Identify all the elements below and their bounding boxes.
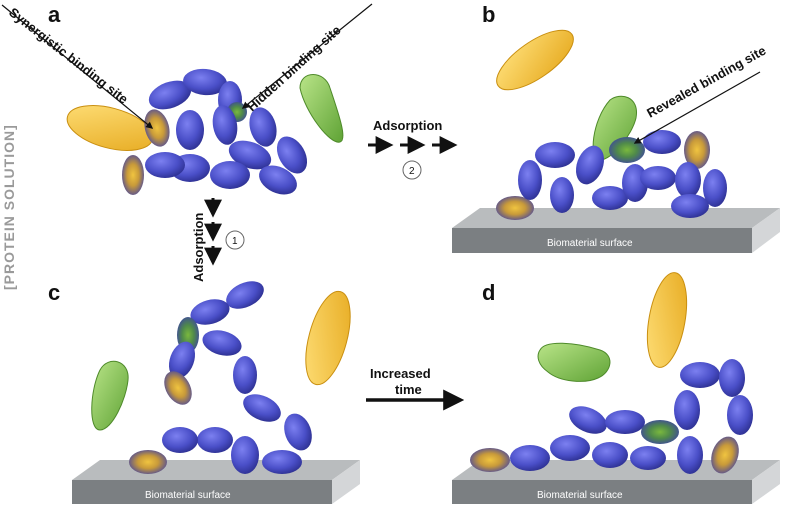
step-1-number: 1 (232, 236, 238, 247)
protein-domain (671, 194, 709, 218)
protein-domain (284, 413, 312, 451)
protein-domain (535, 142, 575, 168)
surface-label-b: Biomaterial surface (547, 238, 633, 249)
surface-label-c: Biomaterial surface (145, 490, 231, 501)
panel-letter-b: b (482, 2, 495, 27)
yellow-ligand (646, 272, 688, 368)
protein-domain (592, 442, 628, 468)
protein-domain (176, 110, 204, 150)
protein-chain-c (129, 281, 312, 474)
adsorption-1-step: Adsorption 1 (191, 198, 245, 282)
protein-domain (575, 145, 605, 185)
panel-c: Biomaterial surface (72, 281, 360, 504)
adsorption-1-label: Adsorption (191, 213, 206, 282)
protein-domain (510, 445, 550, 471)
panel-a: Synergistic binding site Hidden binding … (1, 3, 373, 195)
protein-domain (197, 427, 233, 453)
hidden-callout-line (241, 3, 373, 109)
protein-domain (228, 140, 272, 170)
protein-domain (231, 436, 259, 474)
protein-domain (605, 410, 645, 434)
panel-d: Biomaterial surface (452, 272, 780, 504)
protein-domain (148, 80, 192, 110)
protein-domain (680, 362, 720, 388)
synergistic-callout-line (1, 4, 154, 129)
protein-domain (640, 166, 676, 190)
binding-site-synergistic (144, 109, 170, 147)
protein-domain (674, 390, 700, 430)
protein-solution-label: [PROTEIN SOLUTION] (1, 124, 17, 290)
protein-chain-d (470, 359, 753, 474)
yellow-ligand (305, 290, 351, 386)
synergistic-callout-label: Synergistic binding site (6, 5, 131, 107)
binding-site-synergistic (496, 196, 534, 220)
increased-time-step: Increased time (366, 366, 465, 411)
increased-time-label-2: time (395, 382, 422, 397)
protein-domain (243, 394, 281, 422)
surface-label-d: Biomaterial surface (537, 490, 623, 501)
binding-site-synergistic (684, 131, 710, 169)
revealed-callout-line (633, 71, 761, 144)
adsorption-2-label: Adsorption (373, 118, 442, 133)
binding-site-hidden (641, 420, 679, 444)
yellow-ligand (66, 105, 154, 151)
protein-domain (630, 446, 666, 470)
protein-domain (202, 330, 242, 356)
step-1-badge (225, 230, 245, 250)
binding-site-synergistic (470, 448, 510, 472)
protein-domain (550, 435, 590, 461)
surface-front (452, 480, 752, 504)
step-2-number: 2 (409, 166, 415, 177)
protein-domain (677, 436, 703, 474)
protein-chain-a (122, 68, 308, 195)
protein-domain (212, 105, 238, 145)
protein-domain (550, 177, 574, 213)
yellow-ligand (496, 29, 574, 91)
protein-domain (703, 169, 727, 207)
protein-domain (162, 427, 198, 453)
protein-domain (226, 281, 264, 309)
surface-front (72, 480, 332, 504)
green-ligand (537, 342, 611, 382)
protein-domain (145, 152, 185, 178)
protein-domain (518, 160, 542, 200)
protein-domain (643, 130, 681, 154)
protein-domain (727, 395, 753, 435)
binding-site-synergistic (129, 450, 167, 474)
protein-domain (276, 136, 308, 174)
protein-domain (259, 165, 297, 195)
surface-side (752, 460, 780, 504)
protein-chain-b (496, 130, 727, 220)
panel-letter-c: c (48, 280, 60, 305)
surface-side (332, 460, 360, 504)
protein-domain (592, 186, 628, 210)
panel-letter-a: a (48, 2, 61, 27)
protein-domain (675, 162, 701, 198)
protein-domain (569, 406, 607, 434)
protein-domain (233, 356, 257, 394)
protein-domain (183, 68, 227, 96)
protein-domain (210, 161, 250, 189)
protein-domain (719, 359, 745, 397)
protein-domain (190, 299, 230, 325)
protein-domain (262, 450, 302, 474)
binding-site-synergistic (164, 371, 192, 405)
surface-side (752, 208, 780, 253)
adsorption-2-step: Adsorption 2 (368, 118, 458, 180)
protein-domain (249, 107, 277, 147)
step-2-badge (402, 160, 422, 180)
surface-top (72, 460, 360, 480)
panel-b: Biomaterial surface Revealed binding sit… (452, 29, 780, 253)
binding-site-synergistic (122, 155, 144, 195)
panel-letter-d: d (482, 280, 495, 305)
binding-site-synergistic (711, 436, 739, 474)
green-ligand (299, 74, 344, 143)
green-ligand (91, 360, 129, 431)
surface-front (452, 228, 752, 253)
revealed-callout-label: Revealed binding site (644, 43, 768, 121)
increased-time-label-1: Increased (370, 366, 431, 381)
protein-domain (168, 341, 196, 379)
